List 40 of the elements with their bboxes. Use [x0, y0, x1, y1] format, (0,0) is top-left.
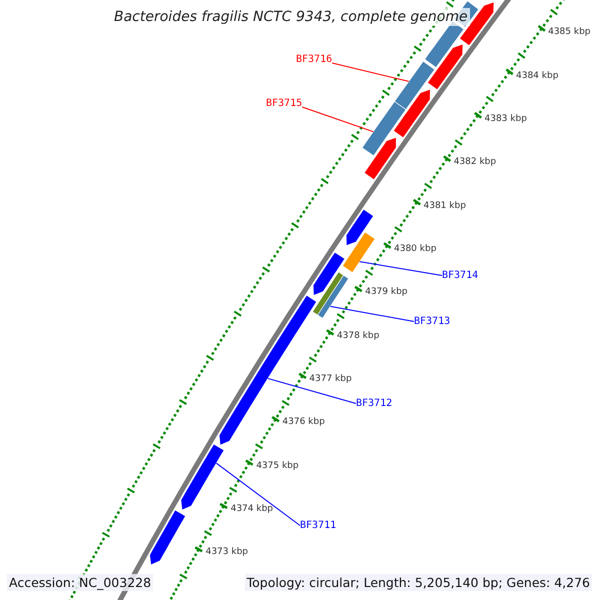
tick-label: 4374 kbp [230, 504, 273, 514]
leader-line [302, 106, 374, 132]
tick-label: 4384 kbp [516, 70, 558, 81]
tick-label: 4381 kbp [424, 200, 466, 211]
gene-feature [312, 252, 346, 296]
title: Bacteroides fragilis NCTC 9343, complete genome [112, 8, 470, 26]
tick-label: 4376 kbp [282, 417, 325, 428]
tick-label: 4378 kbp [336, 330, 380, 341]
gene-label: BF3713 [414, 316, 450, 327]
genome-summary: Topology: circular; Length: 5,205,140 bp; Genes: 4,276 [244, 574, 592, 591]
tick-label: 4379 kbp [365, 287, 408, 298]
accession-text: Accession: NC_003228 [7, 574, 154, 591]
gene-label: BF3716 [296, 54, 332, 65]
tick-label: 4375 kbp [256, 460, 299, 471]
gene-feature [394, 60, 436, 110]
gene-feature [364, 136, 396, 180]
gene-feature [180, 444, 225, 510]
gene-label: BF3715 [266, 98, 302, 109]
gene-feature [427, 44, 464, 90]
gene-feature [362, 101, 406, 156]
leader-line [267, 378, 356, 404]
tick-label: 4385 kbp [548, 27, 590, 38]
gene-feature [346, 208, 374, 246]
gene-feature [342, 232, 376, 274]
tick-label: 4383 kbp [484, 114, 527, 124]
leader-line [330, 306, 414, 322]
tick-label: 4380 kbp [394, 244, 436, 254]
gene-feature [149, 510, 186, 566]
leader-line [216, 462, 300, 526]
gene-feature [317, 274, 349, 319]
gene-label: BF3714 [442, 270, 478, 281]
gene-label: BF3711 [300, 520, 336, 531]
gene-feature [392, 88, 431, 138]
tick-label: 4377 kbp [309, 374, 352, 384]
gene-label: BF3712 [356, 398, 392, 409]
tick-label: 4382 kbp [454, 157, 496, 168]
leader-line [332, 62, 410, 82]
tick-label: 4373 kbp [206, 547, 248, 558]
leader-line [359, 261, 442, 276]
gene-feature [312, 271, 344, 316]
